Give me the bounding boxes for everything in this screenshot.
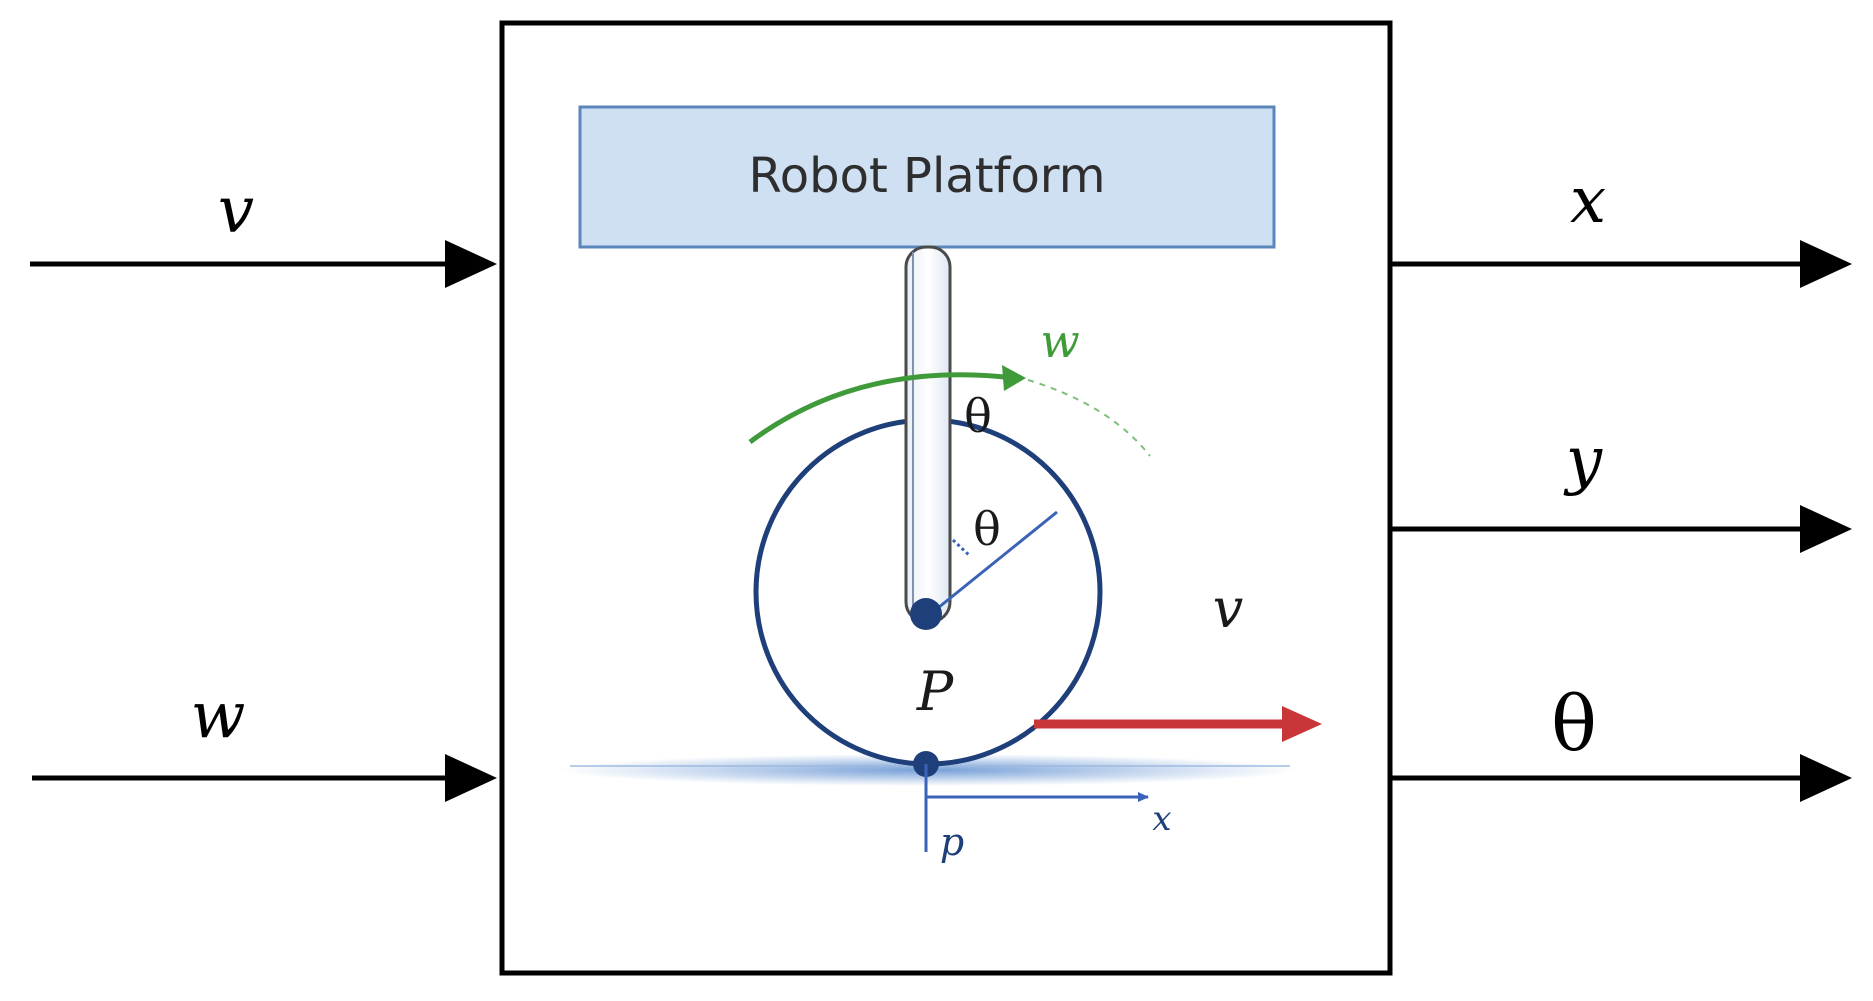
omega-label: w bbox=[1040, 314, 1079, 368]
contact-label: p bbox=[940, 820, 964, 864]
wheel-hub bbox=[910, 598, 942, 630]
theta-angle-arc bbox=[951, 538, 972, 558]
input-v-arrow bbox=[30, 240, 497, 288]
output-y-label: y bbox=[1563, 424, 1603, 498]
input-w-arrow bbox=[32, 754, 497, 802]
center-point-label: P bbox=[916, 660, 955, 723]
output-x-arrow bbox=[1390, 240, 1852, 288]
wheel-spoke bbox=[927, 510, 1058, 618]
robot-platform-label: Robot Platform bbox=[749, 148, 1106, 204]
velocity-arrow bbox=[1034, 706, 1322, 742]
robot-platform bbox=[578, 105, 1276, 249]
output-theta-label: θ bbox=[1551, 679, 1597, 768]
omega-arrowhead bbox=[1002, 365, 1026, 391]
input-w-label: w bbox=[191, 679, 246, 753]
ground-axis-label: x bbox=[1152, 799, 1171, 839]
velocity-label: v bbox=[1213, 577, 1244, 640]
input-v-label: v bbox=[218, 174, 254, 248]
output-y-arrow bbox=[1390, 505, 1852, 553]
theta-upper-label: θ bbox=[964, 389, 992, 443]
omega-arc bbox=[748, 372, 1015, 445]
theta-wheel-label: θ bbox=[973, 502, 1001, 556]
output-theta-arrow bbox=[1392, 754, 1852, 802]
output-x-label: x bbox=[1570, 164, 1606, 238]
